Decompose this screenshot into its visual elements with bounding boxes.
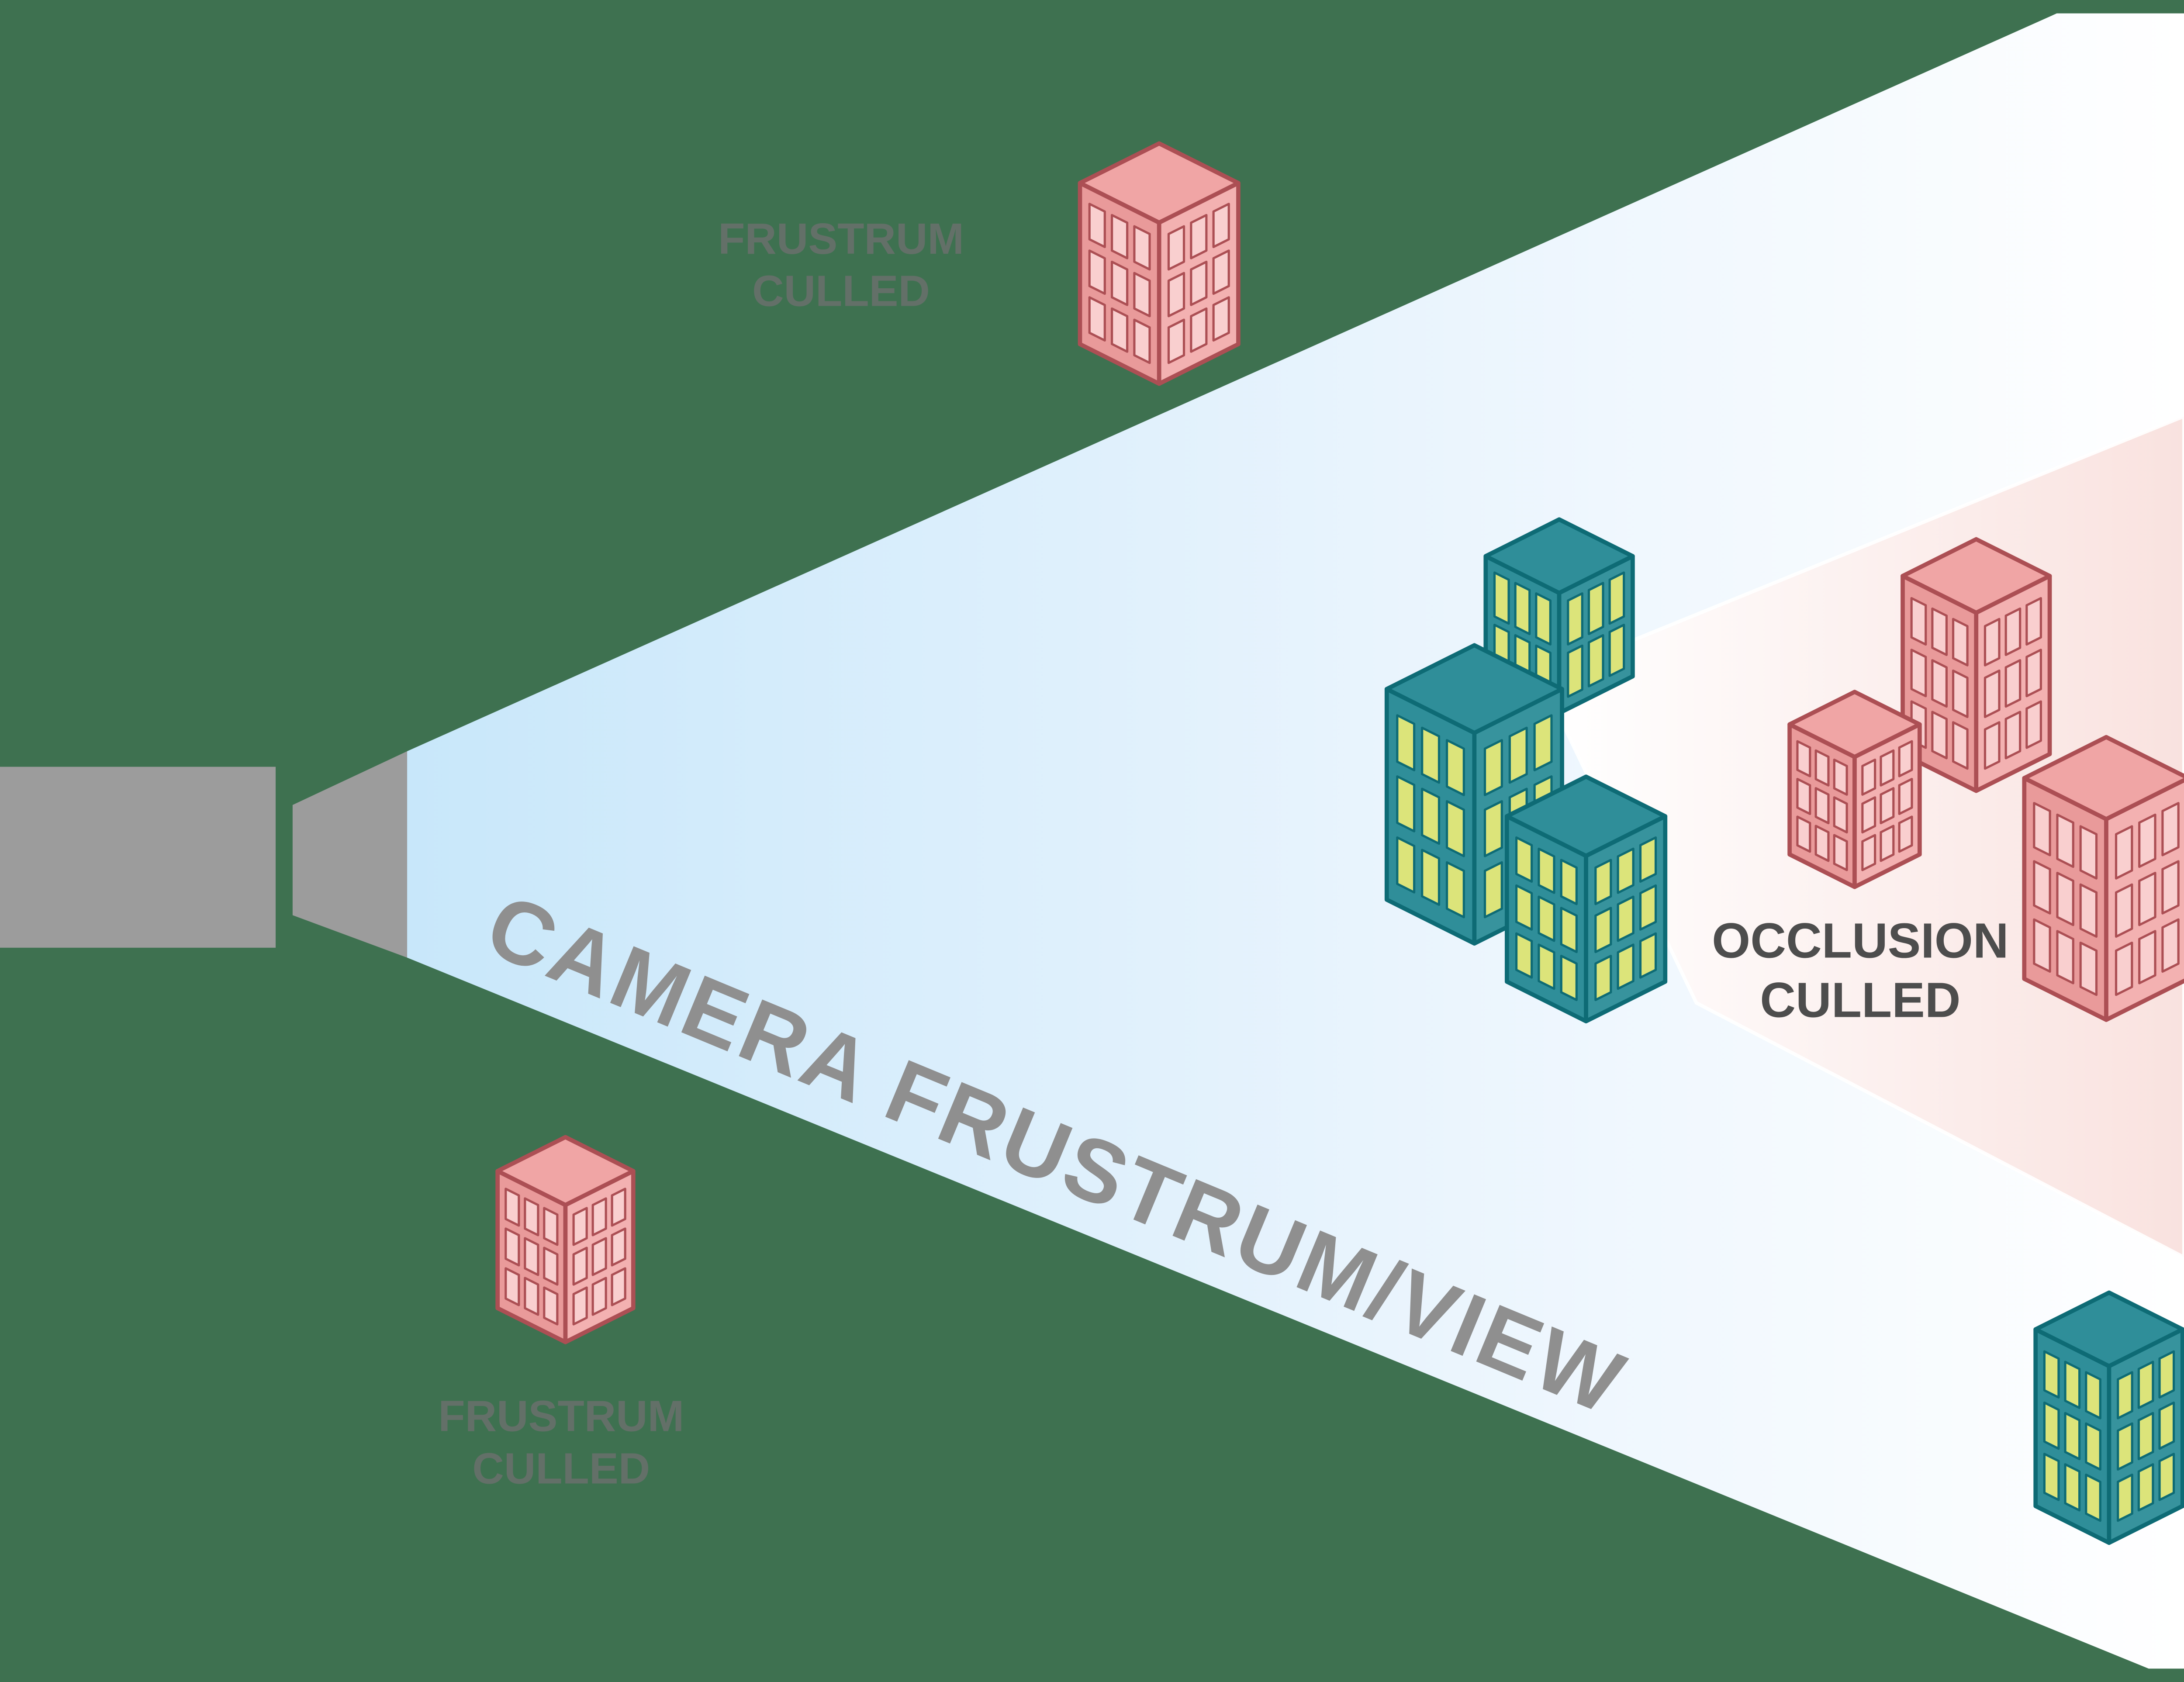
building-red-frustum-culled-top — [1078, 141, 1241, 386]
building-teal-visible-front — [1504, 774, 1668, 1023]
camera-lens — [292, 751, 408, 958]
label-occlusion-culled: OCCLUSION CULLED — [1712, 913, 2008, 1028]
building-red-occlusion-culled-right — [2022, 735, 2184, 1022]
label-frustum-culled-top-line1: FRUSTRUM — [718, 214, 964, 263]
building-teal-visible-bottom-right — [2033, 1290, 2184, 1545]
label-frustum-culled-top-line2: CULLED — [752, 267, 930, 316]
label-occlusion-culled-line1: OCCLUSION — [1712, 913, 2008, 968]
building-red-occlusion-culled-left — [1787, 690, 1922, 889]
camera-frustum-cone — [407, 13, 2184, 1669]
label-frustum-culled-top: FRUSTRUM CULLED — [718, 214, 964, 316]
buildings-layer — [495, 141, 2184, 1545]
building-red-frustum-culled-bottom — [495, 1135, 636, 1344]
building-red-occlusion-culled-middle — [1901, 537, 2052, 793]
label-frustum-culled-bottom-line2: CULLED — [472, 1444, 650, 1493]
label-frustum-culled-bottom-line1: FRUSTRUM — [438, 1392, 684, 1441]
label-frustum-culled-bottom: FRUSTRUM CULLED — [438, 1392, 684, 1493]
camera-icon — [0, 751, 408, 958]
building-teal-visible-back — [1483, 517, 1635, 715]
label-occlusion-culled-line2: CULLED — [1760, 972, 1960, 1028]
camera-body — [0, 767, 276, 948]
